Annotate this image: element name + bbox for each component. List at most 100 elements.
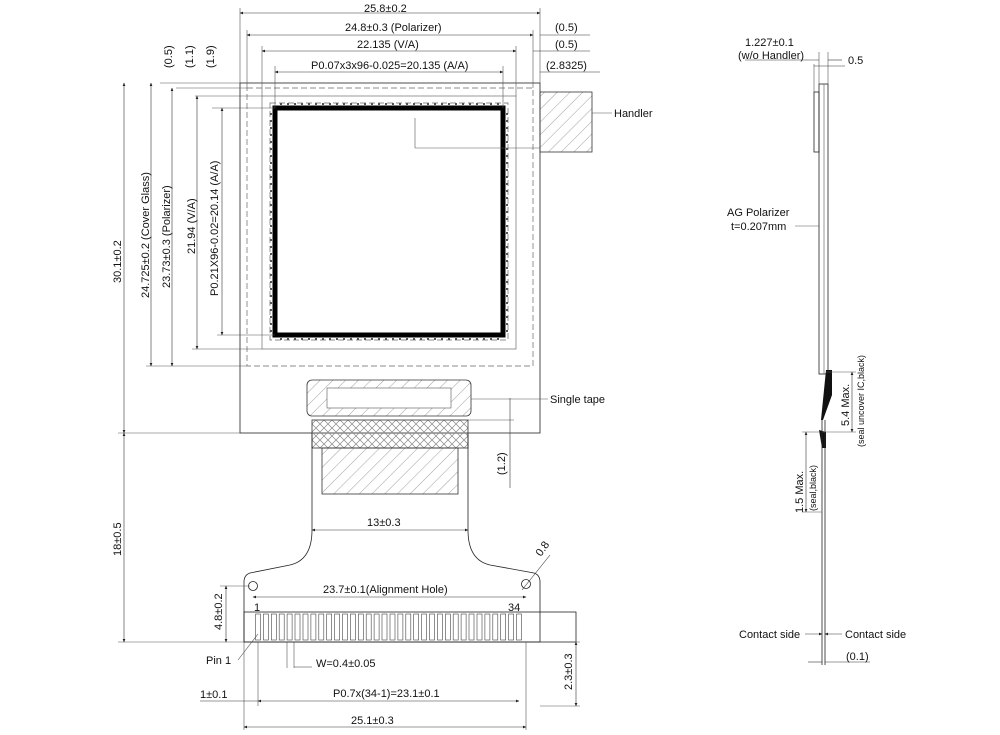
aa-tick <box>270 239 272 241</box>
contact-side-left: Contact side <box>739 629 800 641</box>
contact-pin <box>484 613 491 641</box>
aa-tick <box>329 338 331 340</box>
left-offset-c: (1.9) <box>205 45 217 68</box>
aa-tick <box>270 295 272 297</box>
pin-array <box>255 613 522 641</box>
contact-pin <box>326 613 333 641</box>
aa-tick <box>506 232 508 234</box>
aa-tick <box>420 338 422 340</box>
polarizer-thickness: t=0.207mm <box>731 221 786 233</box>
aa-tick <box>270 302 272 304</box>
contact-pin <box>476 613 483 641</box>
handler-tab <box>539 91 593 153</box>
side-handler <box>813 91 820 153</box>
aa-tick <box>506 197 508 199</box>
aa-tick <box>270 225 272 227</box>
aa-tick <box>497 103 499 105</box>
active-area-border <box>272 105 506 338</box>
aa-tick <box>506 141 508 143</box>
aa-tick <box>294 103 296 105</box>
aa-tick <box>378 338 380 340</box>
aa-tick <box>270 267 272 269</box>
aa-tick <box>506 169 508 171</box>
aa-tick <box>506 183 508 185</box>
aa-tick <box>441 103 443 105</box>
aa-tick <box>280 103 282 105</box>
aa-tick <box>357 338 359 340</box>
aa-tick <box>392 103 394 105</box>
dim-pin-region: 4.8±0.2 <box>213 593 225 630</box>
inner-dashed-outline <box>269 102 509 341</box>
dim-alignment-hole: 23.7±0.1(Alignment Hole) <box>323 584 448 596</box>
single-tape-inner <box>326 387 452 409</box>
aa-tick <box>483 103 485 105</box>
contact-pin <box>381 613 388 641</box>
contact-pin <box>310 613 317 641</box>
left-offset-a: (0.5) <box>163 45 175 68</box>
contact-pin <box>437 613 443 641</box>
side-body <box>818 83 829 375</box>
contact-pin <box>452 613 459 641</box>
aa-tick <box>294 338 296 340</box>
contact-pin <box>516 613 522 641</box>
aa-tick <box>506 323 508 325</box>
aa-tick <box>506 295 508 297</box>
contact-pin <box>278 613 285 641</box>
contact-pin <box>492 613 499 641</box>
aa-tick <box>420 103 422 105</box>
aa-tick <box>270 281 272 283</box>
aa-tick <box>506 246 508 248</box>
aa-tick <box>270 169 272 171</box>
aa-tick <box>462 103 464 105</box>
alignment-hole-right <box>521 579 531 589</box>
aa-tick <box>336 103 338 105</box>
aa-tick <box>308 103 310 105</box>
side-thickness: 1.227±0.1 <box>745 37 794 49</box>
aa-tick <box>506 190 508 192</box>
fpc-crosshatch-band <box>311 419 469 449</box>
contact-pin <box>302 613 309 641</box>
aa-tick <box>270 197 272 199</box>
aa-tick <box>270 211 272 213</box>
aa-tick <box>469 103 471 105</box>
aa-tick <box>434 103 436 105</box>
aa-tick <box>455 338 457 340</box>
aa-tick <box>315 338 317 340</box>
side-handler-thickness: 0.5 <box>848 55 863 67</box>
aa-tick <box>506 225 508 227</box>
aa-tick <box>490 103 492 105</box>
aa-tick <box>455 103 457 105</box>
side-ic-note: (seal uncover IC,black) <box>856 355 866 447</box>
aa-tick <box>506 267 508 269</box>
aa-tick <box>270 204 272 206</box>
aa-tick <box>270 183 272 185</box>
aa-tick <box>506 155 508 157</box>
dim-fpc-length: 18±0.5 <box>112 522 124 556</box>
aa-tick <box>406 103 408 105</box>
dim-fpc-width: 13±0.3 <box>367 517 401 529</box>
aa-tick <box>270 246 272 248</box>
aa-tick <box>270 134 272 136</box>
aa-tick <box>506 253 508 255</box>
contact-pin <box>365 613 372 641</box>
aa-tick <box>506 204 508 206</box>
aa-tick <box>506 239 508 241</box>
aa-tick <box>469 338 471 340</box>
aa-tick <box>506 302 508 304</box>
dim-cover-glass: 24.725±0.2 (Cover Glass) <box>140 172 152 298</box>
aa-tick <box>506 309 508 311</box>
aa-tick <box>270 260 272 262</box>
dim-polarizer-height: 23.73±0.3 (Polarizer) <box>161 185 173 288</box>
aa-tick <box>270 309 272 311</box>
aa-tick <box>270 148 272 150</box>
aa-tick <box>270 288 272 290</box>
aa-tick <box>270 190 272 192</box>
contact-pin <box>405 613 412 641</box>
pin-last-number: 34 <box>508 602 520 614</box>
aa-tick <box>506 330 508 332</box>
aa-tick <box>441 338 443 340</box>
aa-tick <box>371 103 373 105</box>
side-seal-max: 1.5 Max. <box>794 471 806 513</box>
aa-tick <box>506 281 508 283</box>
va-outline <box>261 95 517 350</box>
